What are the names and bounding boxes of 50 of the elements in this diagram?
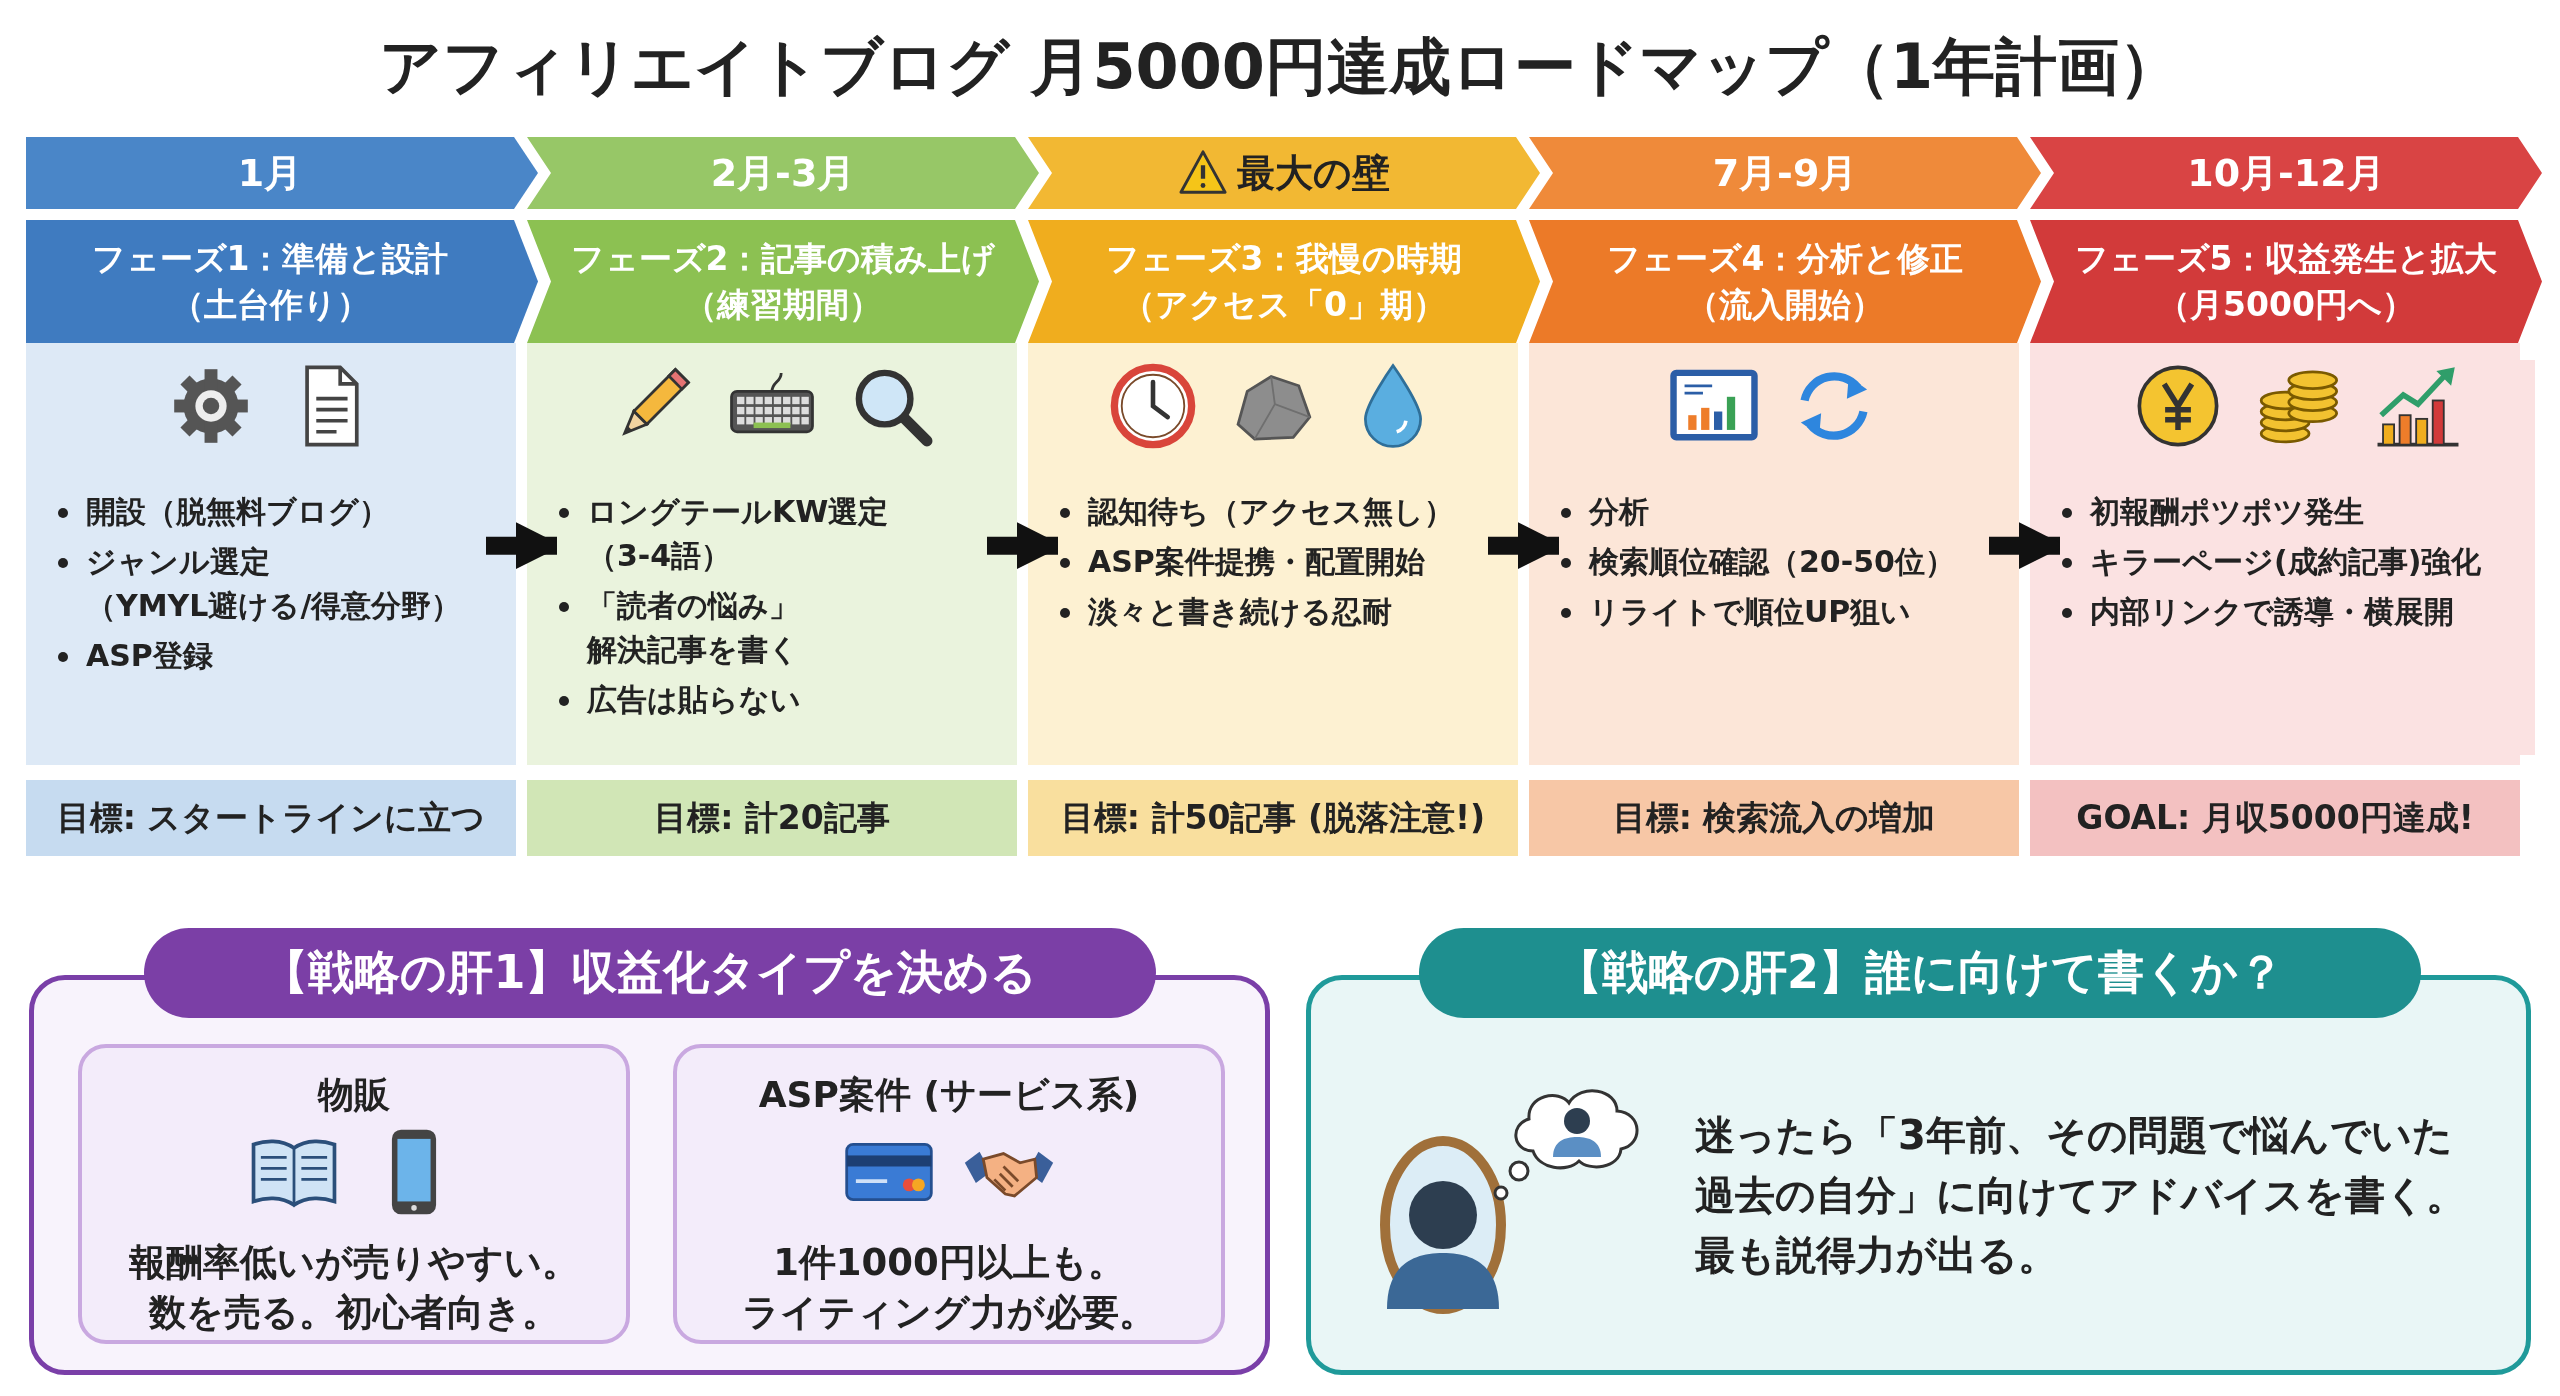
card-title: 物販 bbox=[316, 1073, 391, 1117]
goal-bar: GOAL: 月収5000円達成! bbox=[2030, 780, 2520, 856]
bullet-text: 内部リンクで誘導・横展開 bbox=[2090, 594, 2454, 629]
bullet-text: 「読者の悩み」解決記事を書く bbox=[587, 588, 799, 667]
phase-banner bbox=[527, 220, 1039, 343]
phase-title: フェーズ4：分析と修正（流入開始） bbox=[1605, 237, 1965, 326]
period-label: 7月-9月 bbox=[1712, 149, 1858, 197]
bullet-text: ASP案件提携・配置開始 bbox=[1088, 544, 1425, 579]
goal-bar: 目標: スタートラインに立つ bbox=[26, 780, 516, 856]
advice-text: 迷ったら「3年前、その問題で悩んでいた過去の自分」に向けてアドバイスを書く。最も説得力が出る。 bbox=[1695, 1111, 2467, 1280]
period-band bbox=[1529, 137, 2041, 209]
phase-title: フェーズ1：準備と設計（土台作り） bbox=[90, 237, 450, 326]
goal-bar: 目標: 計50記事 (脱落注意!) bbox=[1028, 780, 1518, 856]
card-text: 1件1000円以上も。ライティング力が必要。 bbox=[741, 1240, 1157, 1336]
period-label: 1月 bbox=[237, 149, 303, 197]
period-band bbox=[2030, 137, 2542, 209]
bullet-text: ASP登録 bbox=[86, 638, 213, 673]
period-band bbox=[1028, 137, 1540, 209]
title: アフィリエイトブログ 月5000円達成ロードマップ（1年計画） bbox=[377, 29, 2183, 105]
phase-banner bbox=[1529, 220, 2041, 343]
bullet-text: キラーページ(成約記事)強化 bbox=[2090, 544, 2482, 579]
goal-bar: 目標: 検索流入の増加 bbox=[1529, 780, 2019, 856]
period-band bbox=[26, 137, 538, 209]
bullet-text: 開設（脱無料ブログ） bbox=[86, 494, 389, 529]
period-band bbox=[527, 137, 1039, 209]
bullet-text: リライトで順位UP狙い bbox=[1589, 594, 1912, 629]
bullet-text: 淡々と書き続ける忍耐 bbox=[1088, 594, 1392, 629]
period-label: 10月-12月 bbox=[2187, 149, 2385, 197]
bullet-text: 認知待ち（アクセス無し） bbox=[1088, 494, 1454, 529]
period-label: 最大の壁 bbox=[1236, 149, 1390, 197]
heading-pill: 【戦略の肝1】収益化タイプを決める bbox=[144, 928, 1156, 1018]
info-card bbox=[673, 1044, 1225, 1344]
phase-banner bbox=[1028, 220, 1540, 343]
phase-title: フェーズ5：収益発生と拡大（月5000円へ） bbox=[2073, 237, 2499, 326]
bullet-text: 初報酬ポツポツ発生 bbox=[2090, 494, 2364, 529]
bullet-text: 分析 bbox=[1589, 494, 1649, 529]
card-text: 報酬率低いが売りやすい。数を売る。初心者向き。 bbox=[128, 1240, 580, 1336]
bullet-text: 広告は貼らない bbox=[587, 682, 801, 717]
heading-pill: 【戦略の肝2】誰に向けて書くか？ bbox=[1419, 928, 2421, 1018]
goal-bar: 目標: 計20記事 bbox=[527, 780, 1017, 856]
period-label: 2月-3月 bbox=[710, 149, 856, 197]
bullet-text: ロングテールKW選定（3-4語） bbox=[587, 494, 889, 573]
phase-banner bbox=[26, 220, 538, 343]
phase-title: フェーズ2：記事の積み上げ（練習期間） bbox=[569, 237, 997, 326]
card-title: ASP案件 (サービス系) bbox=[757, 1073, 1141, 1117]
bullet-text: ジャンル選定（YMYL避ける/得意分野） bbox=[86, 544, 462, 623]
phase-title: フェーズ3：我慢の時期（アクセス「0」期） bbox=[1104, 237, 1464, 326]
phase-banner bbox=[2030, 220, 2542, 343]
info-card bbox=[78, 1044, 630, 1344]
bullet-text: 検索順位確認（20-50位） bbox=[1589, 544, 1955, 579]
